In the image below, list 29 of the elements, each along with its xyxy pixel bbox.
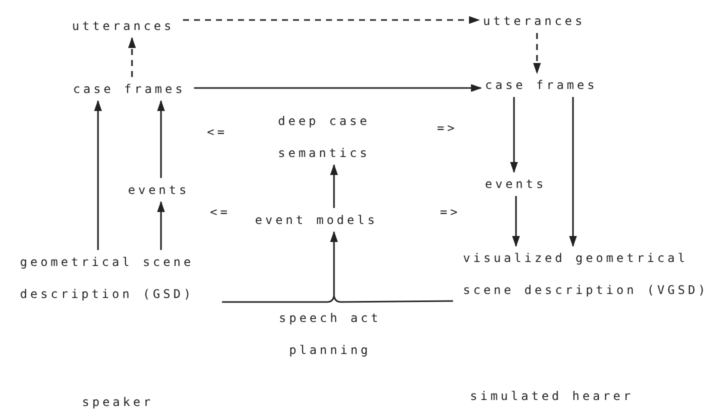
arrow	[157, 200, 165, 250]
node-label: case frames	[485, 77, 598, 94]
implication-label: <=	[207, 124, 228, 140]
node-label: visualized geometrical scene description (VGSD)	[463, 250, 710, 299]
arrow	[330, 164, 338, 208]
node-label: events	[128, 182, 190, 199]
node-label: speech act planning	[278, 310, 382, 359]
arrow	[512, 196, 520, 248]
node-label: case frames	[73, 81, 186, 98]
arrow	[194, 84, 482, 92]
node-label: utterances	[483, 13, 586, 30]
arrow	[330, 230, 338, 296]
dashed-arrow	[183, 16, 480, 24]
arrow	[94, 100, 102, 250]
role-label: speaker	[82, 394, 154, 410]
node-label: deep case semantics	[278, 113, 372, 162]
node-label: utterances	[72, 18, 176, 35]
node-label: event models	[255, 212, 379, 229]
arrow	[510, 97, 518, 174]
arrow	[157, 100, 165, 178]
implication-label: =>	[440, 204, 460, 220]
implication-label: <=	[210, 204, 230, 220]
node-label: events	[485, 176, 548, 193]
node-label: geometrical scene description (GSD)	[20, 254, 195, 303]
role-label: simulated hearer	[470, 388, 634, 404]
implication-label: =>	[437, 120, 458, 136]
arrow	[569, 97, 577, 248]
dashed-arrow	[128, 36, 136, 77]
dashed-arrow	[533, 33, 541, 74]
